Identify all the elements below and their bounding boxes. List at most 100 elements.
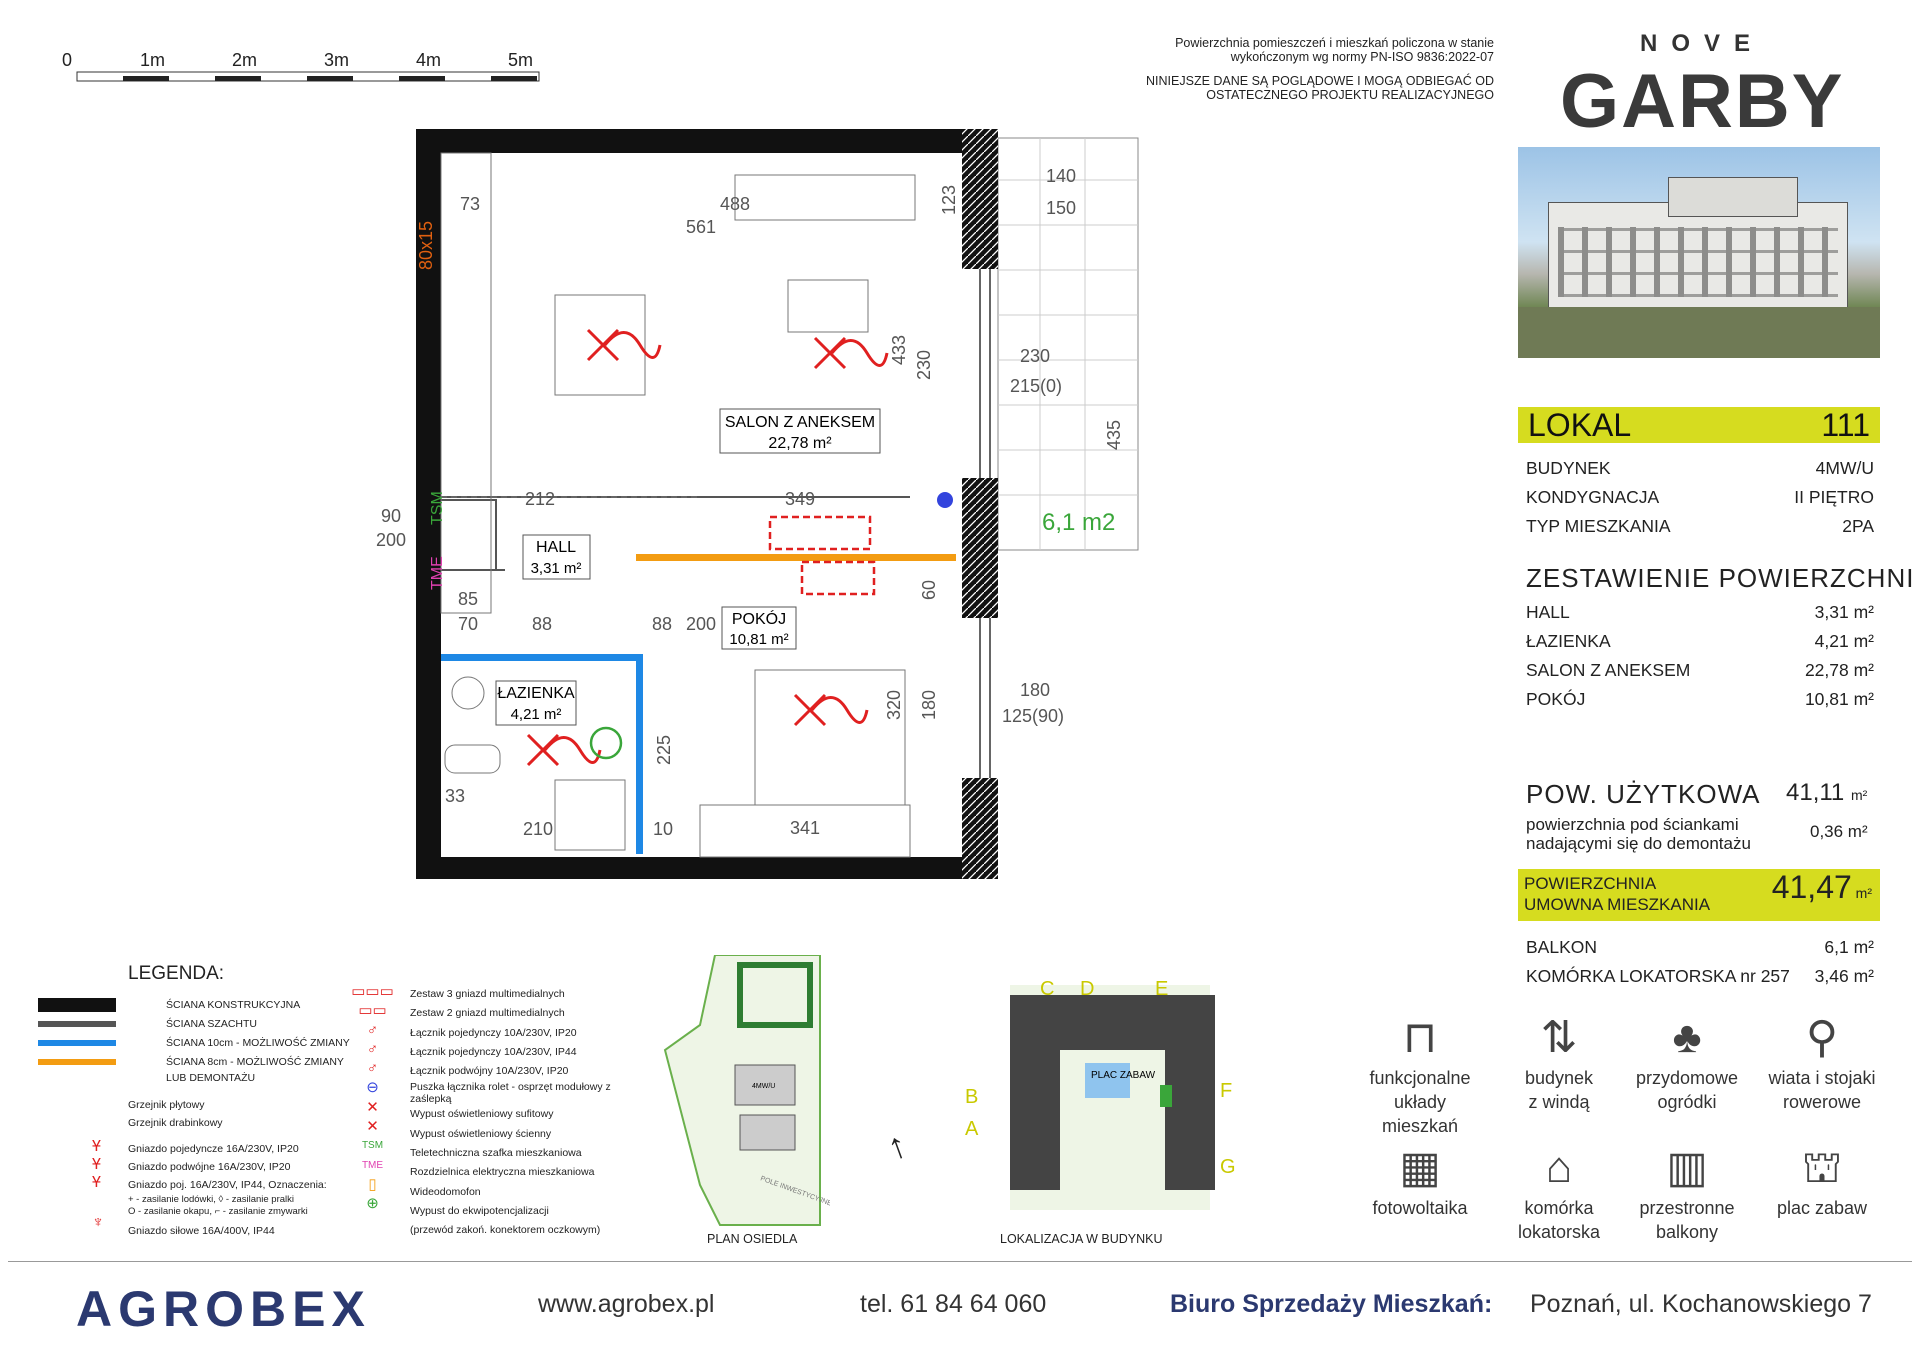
- room-area-row: ŁAZIENKA 4,21 m²: [1526, 631, 1874, 652]
- legend-title: LEGENDA:: [128, 963, 225, 984]
- extra-label: BALKON: [1526, 937, 1597, 957]
- room-label: HALL: [1526, 602, 1570, 622]
- svg-text:125(90): 125(90): [1002, 706, 1064, 726]
- svg-text:200: 200: [686, 614, 716, 634]
- solar-panel-icon: ▦: [1399, 1143, 1441, 1192]
- lokal-header: LOKAL 111: [1518, 407, 1880, 443]
- info-value: 2PA: [1842, 516, 1874, 536]
- svg-text:G: G: [1220, 1156, 1235, 1178]
- structural-wall-swatch: [38, 997, 116, 1012]
- svg-text:320: 320: [884, 690, 904, 720]
- svg-text:88: 88: [532, 614, 552, 634]
- umowna-label: UMOWNA MIESZKANIA: [1524, 895, 1711, 914]
- scale-tick: 5m: [508, 50, 534, 70]
- svg-text:E: E: [1155, 978, 1168, 1000]
- uzytkowa-label: POW. UŻYTKOWA: [1526, 779, 1761, 809]
- site-plan-title: PLAN OSIEDLA: [707, 1232, 798, 1246]
- tme-label: TME: [429, 556, 446, 590]
- room-value: 4,21 m²: [1814, 631, 1874, 651]
- svg-text:230: 230: [1020, 346, 1050, 366]
- website-link[interactable]: www.agrobex.pl: [538, 1290, 715, 1318]
- svg-text:10: 10: [653, 819, 673, 839]
- extra-value: 3,46 m²: [1814, 966, 1874, 986]
- scale-tick: 1m: [140, 50, 166, 70]
- scale-bar: 0 1m 2m 3m 4m 5m: [60, 50, 550, 86]
- svg-text:200: 200: [376, 530, 406, 550]
- sales-office-address: Poznań, ul. Kochanowskiego 7: [1530, 1290, 1872, 1318]
- scale-tick: 4m: [416, 50, 442, 70]
- svg-text:212: 212: [525, 489, 555, 509]
- umowna-value: 41,47 m²: [1771, 869, 1872, 905]
- sales-office-label: Biuro Sprzedaży Mieszkań:: [1170, 1290, 1493, 1318]
- apartment-location-marker: [1160, 1085, 1172, 1107]
- room-label-lazienka: ŁAZIENKA 4,21 m²: [495, 680, 577, 726]
- scale-tick: 3m: [324, 50, 350, 70]
- svg-text:4MW/U: 4MW/U: [752, 1083, 775, 1090]
- room-value: 22,78 m²: [1804, 660, 1874, 680]
- info-label: TYP MIESZKANIA: [1526, 516, 1671, 536]
- room-label: SALON Z ANEKSEM: [1526, 660, 1691, 680]
- extra-label: KOMÓRKA LOKATORSKA nr 257: [1526, 966, 1790, 986]
- wall-8cm: [636, 554, 956, 561]
- structural-walls: [416, 129, 998, 879]
- room-label: POKÓJ: [1526, 689, 1586, 709]
- feature-solar: ▦fotowoltaika: [1355, 1140, 1485, 1220]
- wall-10cm-swatch: [38, 1039, 116, 1046]
- scale-tick: 0: [62, 50, 73, 70]
- garden-icon: ♣: [1672, 1013, 1702, 1062]
- svg-text:85: 85: [458, 589, 478, 609]
- zestawienie-title: ZESTAWIENIE POWIERZCHNI: [1526, 563, 1915, 593]
- lokal-label: LOKAL: [1528, 406, 1632, 443]
- footer-divider: [8, 1261, 1912, 1262]
- svg-text:180: 180: [1020, 680, 1050, 700]
- room-label-hall: HALL 3,31 m²: [522, 534, 591, 580]
- svg-text:561: 561: [686, 217, 716, 237]
- multimedia-sockets-icon: [768, 515, 872, 551]
- info-label: BUDYNEK: [1526, 458, 1611, 478]
- multimedia-sockets-icon: [800, 560, 876, 596]
- room-value: 3,31 m²: [1814, 602, 1874, 622]
- tsm-label: TSM: [429, 491, 446, 525]
- svg-text:70: 70: [458, 614, 478, 634]
- svg-text:435: 435: [1104, 420, 1124, 450]
- layout-icon: ⊓: [1402, 1013, 1438, 1062]
- agrobex-logo: AGROBEX: [76, 1281, 371, 1337]
- scale-tick: 2m: [232, 50, 258, 70]
- svg-text:F: F: [1220, 1080, 1232, 1102]
- phone-number: tel. 61 84 64 060: [860, 1290, 1047, 1318]
- disclaimer-line: OSTATECZNEGO PROJEKTU REALIZACYJNEGO: [1206, 88, 1494, 102]
- playground-icon: ⛫: [1801, 1143, 1843, 1192]
- info-label: KONDYGNACJA: [1526, 487, 1660, 507]
- svg-text:33: 33: [445, 786, 465, 806]
- room-area-row: SALON Z ANEKSEM 22,78 m²: [1526, 660, 1874, 681]
- ceiling-light-icon: [526, 328, 889, 767]
- shaft-wall-swatch: [38, 1020, 116, 1027]
- room-area-row: HALL 3,31 m²: [1526, 602, 1874, 623]
- svg-text:230: 230: [914, 350, 934, 380]
- svg-text:88: 88: [652, 614, 672, 634]
- svg-text:3,31 m²: 3,31 m²: [531, 560, 582, 577]
- balcony-icon: ▥: [1666, 1143, 1708, 1192]
- demontaz-value: 0,36 m²: [1810, 822, 1868, 841]
- building-render-image: [1518, 147, 1880, 358]
- svg-text:349: 349: [785, 489, 815, 509]
- extra-value: 6,1 m²: [1824, 937, 1874, 957]
- svg-text:73: 73: [460, 194, 480, 214]
- balcony: [997, 137, 1139, 551]
- blind-switch-icon: [937, 492, 953, 508]
- bike-icon: ⚲: [1805, 1013, 1839, 1062]
- floor-plan: SALON Z ANEKSEM 22,78 m² HALL 3,31 m² ŁA…: [376, 129, 1139, 879]
- info-value: 4MW/U: [1815, 458, 1874, 478]
- logo-garby: GARBY: [1560, 59, 1845, 144]
- room-label: ŁAZIENKA: [1526, 631, 1611, 651]
- extra-row: BALKON 6,1 m²: [1526, 937, 1874, 958]
- svg-text:10,81 m²: 10,81 m²: [729, 631, 788, 648]
- note-line: wykończonym wg normy PN-ISO 9836:2022-07: [1230, 50, 1494, 64]
